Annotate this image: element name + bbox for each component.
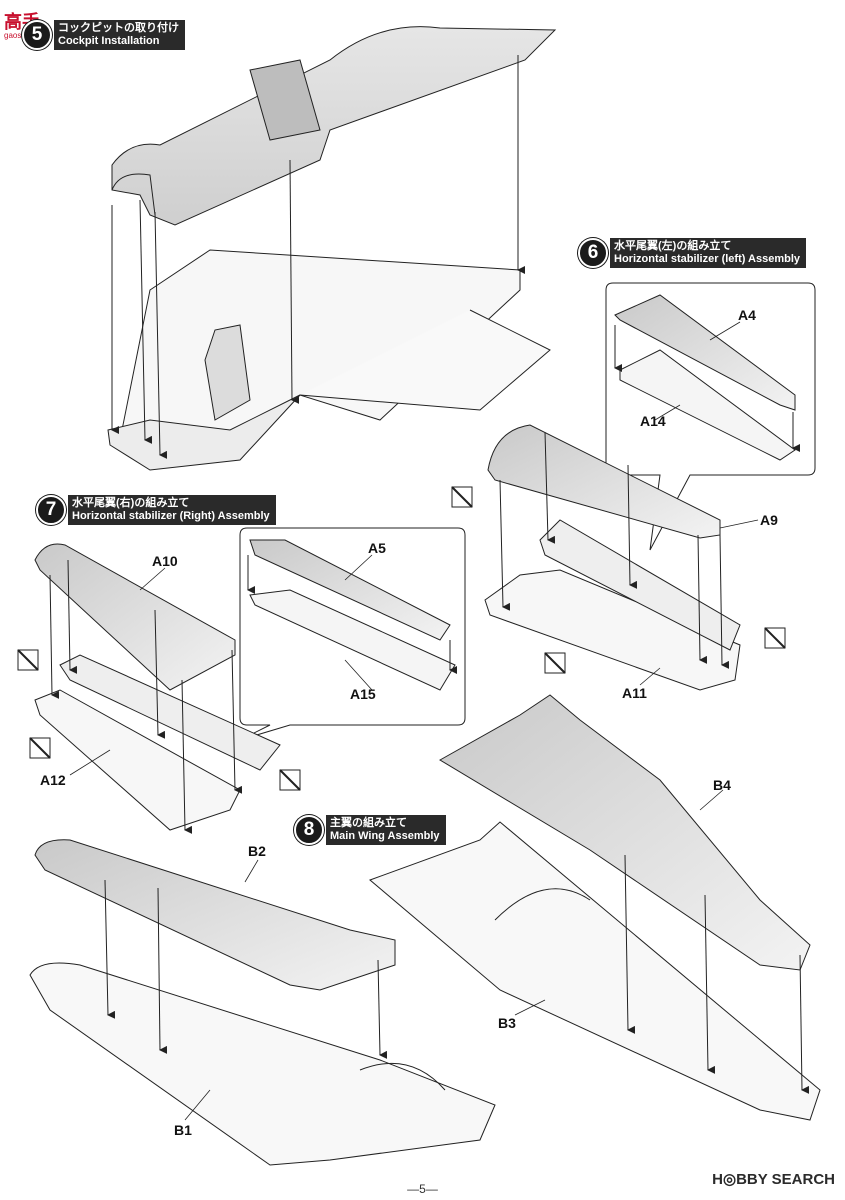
seat [204,324,251,421]
part-a11 [484,569,741,691]
part-b1 [29,962,496,1166]
step-title: 主翼の組み立て Main Wing Assembly [326,815,446,845]
part-a14 [619,349,796,461]
step-title-jp: 水平尾翼(右)の組み立て [72,497,190,509]
part-a4 [614,294,796,411]
part-label-b4: B4 [713,777,731,793]
part-b3 [369,821,821,1121]
step-title-jp: 主翼の組み立て [330,817,407,829]
part-label-a5: A5 [368,540,386,556]
step-title-en: Horizontal stabilizer (Right) Assembly [72,510,270,522]
part-label-a14: A14 [640,413,666,429]
part-a12 [34,689,241,831]
part-b4 [439,694,811,971]
step-5-header: 5 コックピットの取り付け Cockpit Installation [22,18,185,52]
step-title: コックピットの取り付け Cockpit Installation [54,20,185,50]
part-label-b2: B2 [248,843,266,859]
part-label-a10: A10 [152,553,178,569]
step-title-jp: コックピットの取り付け [58,22,179,34]
fuselage-upper [111,26,557,226]
step-title-jp: 水平尾翼(左)の組み立て [614,240,732,252]
watermark-bottom-right: H◎BBY SEARCH [712,1171,835,1188]
step-7-header: 7 水平尾翼(右)の組み立て Horizontal stabilizer (Ri… [36,493,276,527]
step-title: 水平尾翼(左)の組み立て Horizontal stabilizer (left… [610,238,807,268]
step-title-en: Cockpit Installation [58,35,160,47]
part-a5 [249,539,451,641]
page-number: —5— [407,1182,438,1196]
step-number: 5 [22,20,52,50]
part-label-a9: A9 [760,512,778,528]
step-6-header: 6 水平尾翼(左)の組み立て Horizontal stabilizer (le… [578,236,807,270]
step-number: 6 [578,238,608,268]
part-a10 [34,543,236,691]
fuselage-lower [107,394,301,471]
step-number: 8 [294,815,324,845]
part-label-b3: B3 [498,1015,516,1031]
part-label-a12: A12 [40,772,66,788]
step-title-en: Horizontal stabilizer (left) Assembly [614,253,801,265]
step-title: 水平尾翼(右)の組み立て Horizontal stabilizer (Righ… [68,495,276,525]
part-b2 [34,839,396,991]
step-number: 7 [36,495,66,525]
part-label-b1: B1 [174,1122,192,1138]
step-8-header: 8 主翼の組み立て Main Wing Assembly [294,813,446,847]
no-glue-icon [17,486,786,791]
step-title-en: Main Wing Assembly [330,830,440,842]
part-label-a4: A4 [738,307,756,323]
part-label-a15: A15 [350,686,376,702]
part-label-a11: A11 [622,685,647,701]
part-a15 [249,589,456,691]
